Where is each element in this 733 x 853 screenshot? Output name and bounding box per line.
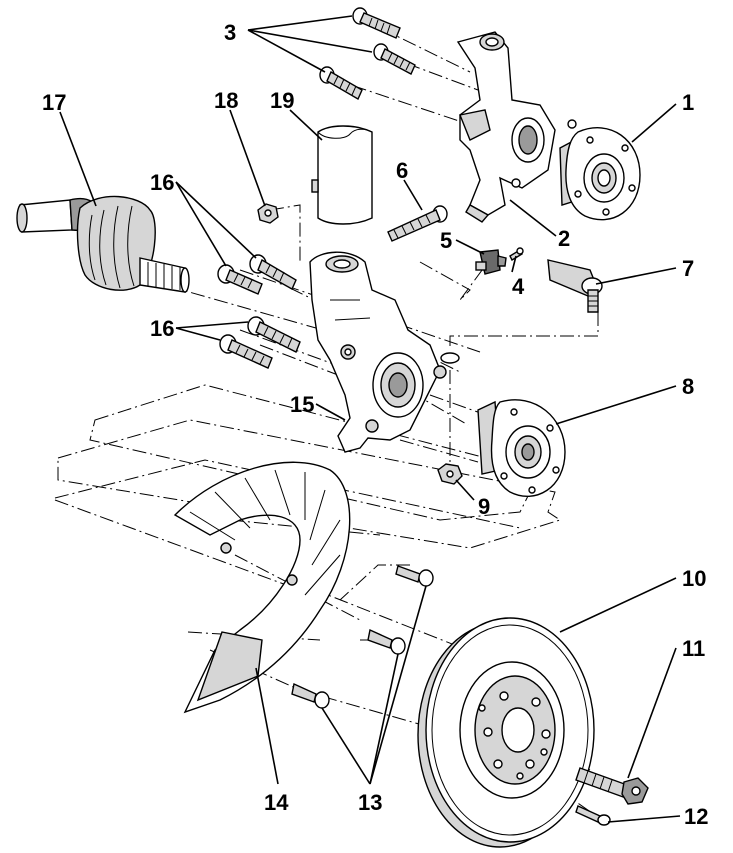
callout-2: 2: [558, 226, 570, 251]
splash-shield-14: [173, 461, 351, 714]
callout-4: 4: [512, 274, 525, 299]
tie-rod-end-7: [547, 259, 603, 313]
wheel-hub-1: [559, 127, 641, 221]
speed-sensor-5: [475, 249, 507, 275]
bolt-6: [387, 205, 448, 242]
callout-10: 10: [682, 566, 706, 591]
bolts-16-lower: [219, 316, 301, 369]
callout-13: 13: [358, 790, 382, 815]
hex-nut-18: [257, 203, 279, 224]
callout-16-upper: 16: [150, 170, 174, 195]
callout-labels: 3 1 2 17 18 19 6 5 4 7 16 16 8 15 9 10 1…: [42, 20, 708, 829]
screw-4: [509, 247, 524, 261]
protective-sleeve: [311, 125, 373, 225]
callout-19: 19: [270, 88, 294, 113]
callout-9: 9: [478, 494, 490, 519]
callout-3: 3: [224, 20, 236, 45]
callout-7: 7: [682, 256, 694, 281]
wheel-bearing-housing-15: [309, 251, 447, 453]
nut-9: [437, 352, 463, 485]
leader-lines: [59, 15, 681, 823]
wheel-hub-8: [477, 399, 566, 497]
callout-1: 1: [682, 90, 694, 115]
callout-5: 5: [440, 228, 452, 253]
bolts-3: [319, 7, 416, 100]
callout-8: 8: [682, 374, 694, 399]
bolt-11: [575, 767, 649, 805]
callout-12: 12: [684, 804, 708, 829]
callout-17: 17: [42, 90, 66, 115]
callout-15: 15: [290, 392, 314, 417]
wheel-bearing-housing: [456, 31, 577, 223]
callout-14: 14: [264, 790, 289, 815]
drive-shaft: [16, 195, 190, 293]
callout-11: 11: [682, 636, 705, 661]
callout-6: 6: [396, 158, 408, 183]
bolts-16-upper: [217, 254, 297, 295]
callout-16-lower: 16: [150, 316, 174, 341]
screw-12: [575, 805, 611, 826]
callout-18: 18: [214, 88, 238, 113]
screws-13: [291, 565, 434, 709]
brake-disc-10: [417, 617, 595, 848]
